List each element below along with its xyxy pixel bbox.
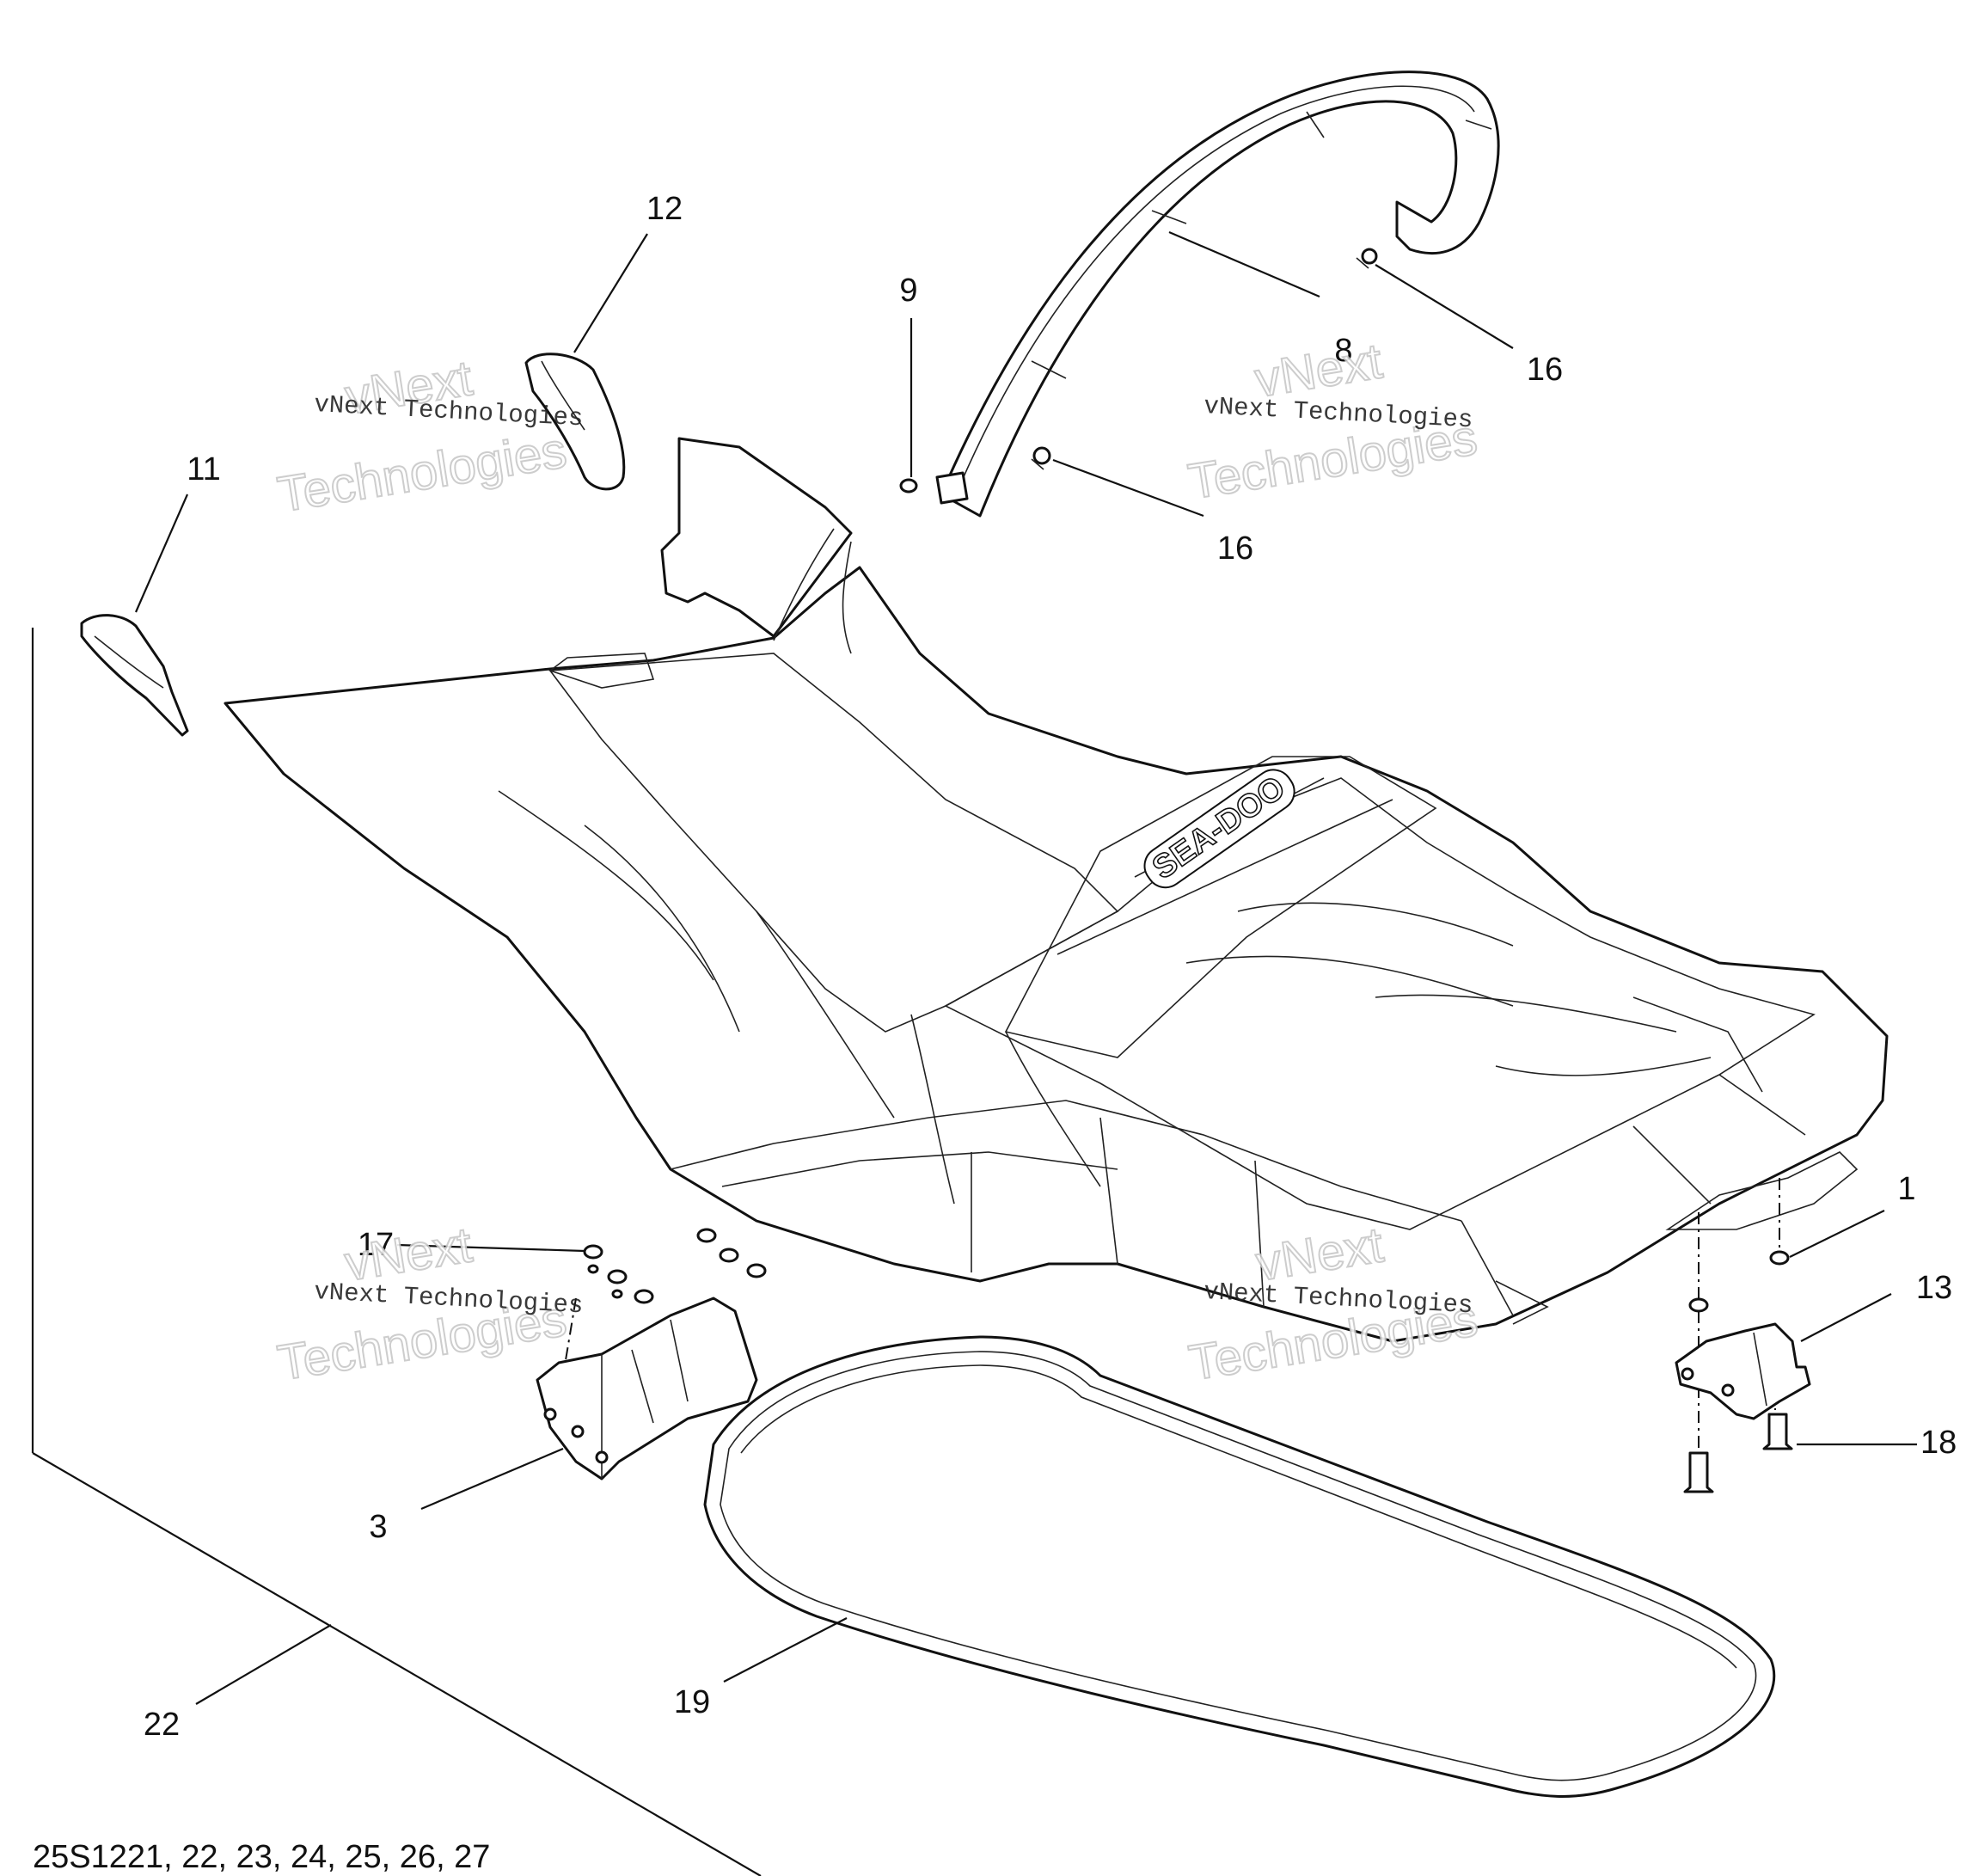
seat-assembly: SEA-DOO (224, 437, 1889, 1343)
callout-12: 12 (646, 191, 683, 227)
nut-9 (899, 478, 918, 494)
callout-labels: 12 9 8 16 16 11 17 1 13 18 3 19 22 (144, 191, 1957, 1743)
seal-gasket (703, 1335, 1776, 1798)
callout-16-lower: 16 (1217, 530, 1253, 567)
callout-19: 19 (674, 1684, 710, 1720)
callout-3: 3 (369, 1509, 387, 1545)
callout-16-upper: 16 (1527, 352, 1563, 388)
side-cap-right (524, 353, 626, 491)
clip-16b (1031, 446, 1051, 470)
latch-bracket (536, 1297, 758, 1481)
side-cap-left (80, 614, 189, 737)
footer-figure-code: 25S1221, 22, 23, 24, 25, 26, 27 (33, 1839, 490, 1875)
leader-lines (134, 230, 1917, 1705)
watermark-text-top-right: vNext Technologies (1203, 392, 1474, 434)
callout-13: 13 (1916, 1270, 1952, 1306)
assembly-bracket-lines (31, 628, 762, 1876)
clip-16a (1356, 248, 1378, 269)
callout-18: 18 (1920, 1425, 1957, 1461)
callout-9: 9 (899, 273, 917, 309)
hinge-hardware (1675, 1178, 1811, 1493)
callout-8: 8 (1334, 333, 1352, 369)
callout-22: 22 (144, 1707, 180, 1743)
callout-17: 17 (358, 1227, 394, 1263)
washers-17 (562, 1228, 767, 1376)
callout-1: 1 (1897, 1171, 1915, 1207)
callout-11: 11 (187, 451, 220, 487)
watermark-top-left: vNext Technologies (273, 349, 572, 524)
grab-strap (935, 71, 1500, 518)
svg-text:Technologies: Technologies (274, 422, 571, 523)
